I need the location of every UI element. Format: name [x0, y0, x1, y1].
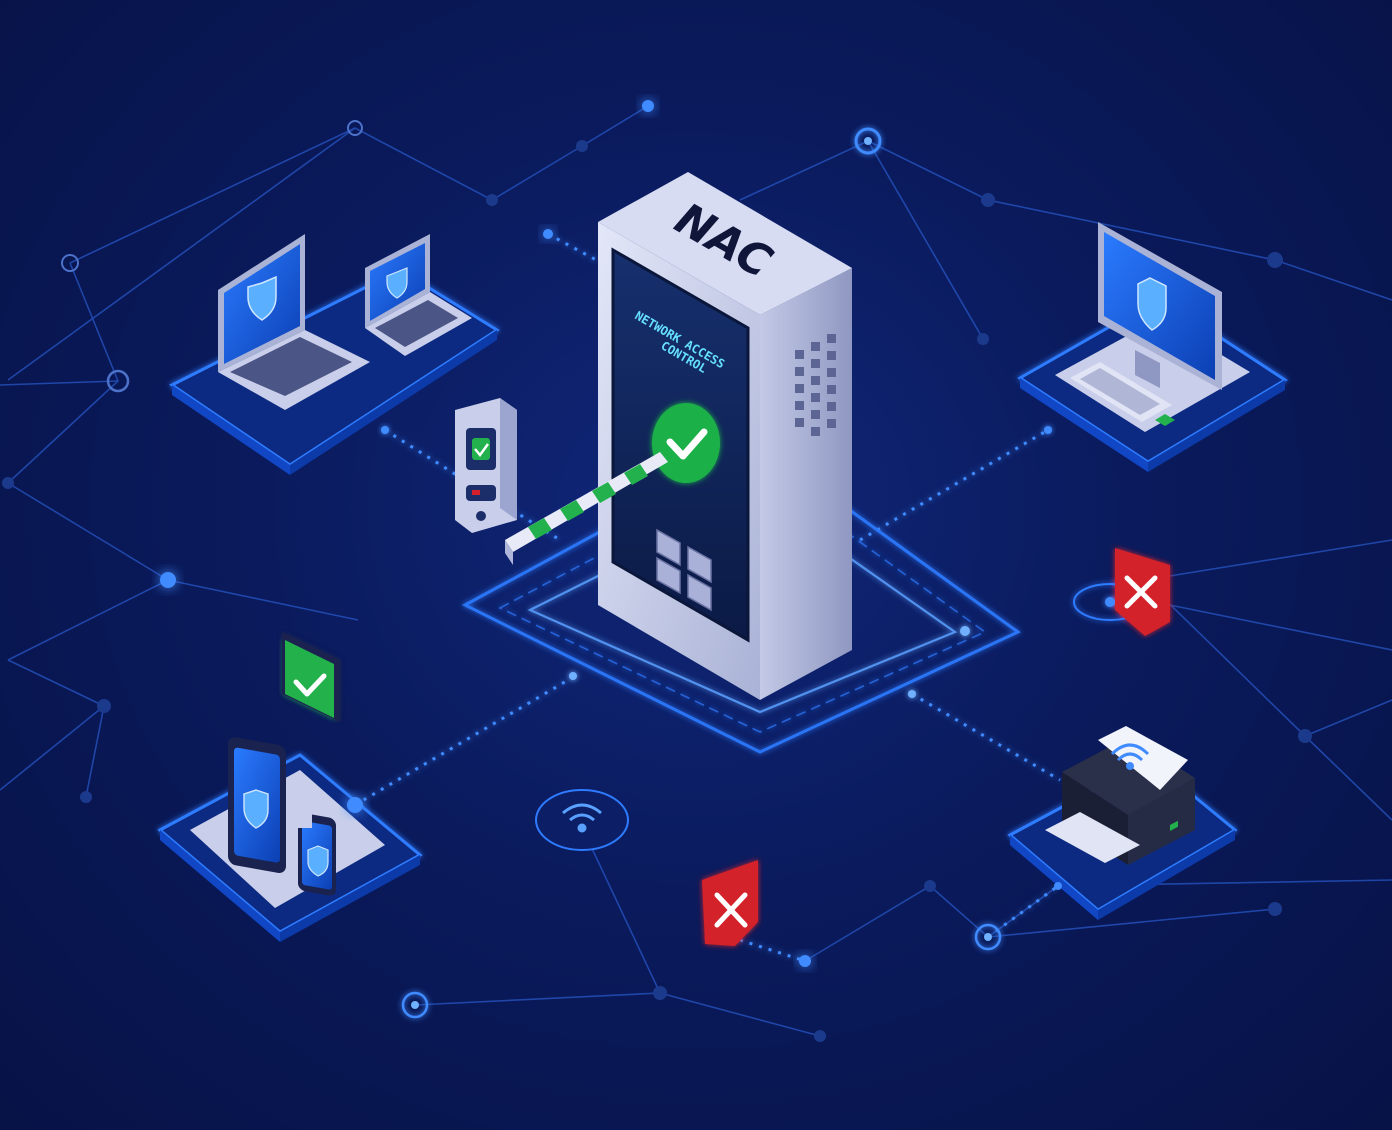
nac-server-tower: NAC NETWORK ACCESS CONTROL — [598, 172, 852, 700]
wifi-icon — [562, 803, 602, 833]
network-nodes — [2, 100, 1312, 1042]
printer-station — [1007, 726, 1238, 920]
denied-badge — [702, 860, 758, 946]
shield-icon — [247, 275, 277, 321]
dotted-connections — [354, 232, 1061, 963]
denied-badge — [1073, 548, 1170, 636]
shield-icon — [243, 789, 269, 829]
laptops-station — [169, 234, 500, 475]
shield-icon — [1137, 277, 1167, 331]
keypad — [656, 528, 712, 612]
desktop-station — [1017, 222, 1288, 472]
mobile-station — [157, 737, 423, 942]
shield-icon — [386, 267, 408, 299]
access-gate — [455, 398, 668, 565]
wireless-node — [535, 789, 629, 851]
wifi-icon — [1110, 743, 1150, 770]
vent-grid — [795, 334, 836, 436]
shield-icon — [307, 845, 329, 877]
allowed-badge — [282, 632, 340, 722]
check-icon — [652, 403, 720, 483]
